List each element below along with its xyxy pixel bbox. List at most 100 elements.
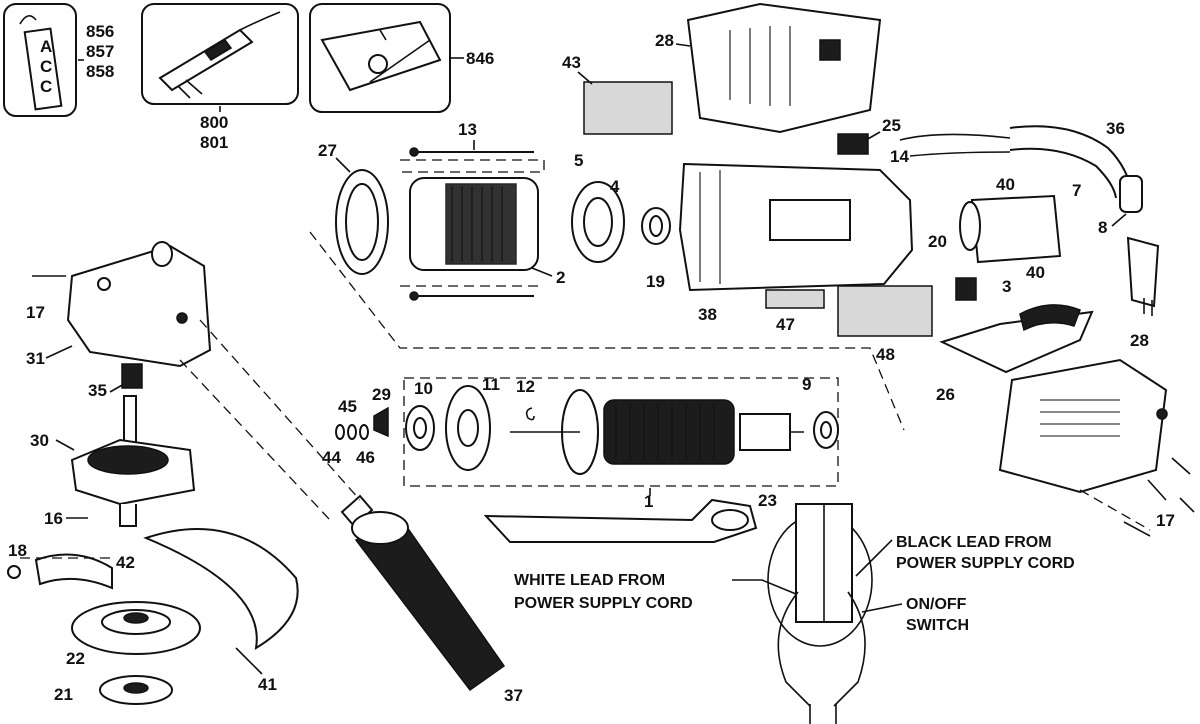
label-858: 858	[86, 62, 114, 81]
label-48: 48	[876, 345, 895, 364]
label-26: 26	[936, 385, 955, 404]
label-8: 8	[1098, 218, 1107, 237]
bearing-19	[641, 207, 671, 245]
label-47: 47	[776, 315, 795, 334]
wheel-guard-26	[939, 304, 1094, 374]
label-14: 14	[890, 147, 909, 166]
label-25: 25	[882, 116, 901, 135]
note-white-lead-line2: POWER SUPPLY CORD	[514, 595, 693, 612]
label-4: 4	[610, 177, 620, 196]
switch-wiring-diagram	[767, 503, 873, 724]
label-45: 45	[338, 397, 357, 416]
label-10: 10	[414, 379, 433, 398]
label-17-left: 17	[26, 303, 45, 322]
label-28-right: 28	[1130, 331, 1149, 350]
label-1: 1	[644, 492, 653, 511]
armature-group-box	[403, 377, 839, 487]
label-31: 31	[26, 349, 45, 368]
label-7: 7	[1072, 181, 1081, 200]
label-801: 801	[200, 133, 228, 152]
note-black-lead-line1: BLACK LEAD FROM	[896, 534, 1052, 551]
label-16: 16	[44, 509, 63, 528]
label-9: 9	[802, 375, 811, 394]
tag-letter-c2: C	[40, 77, 52, 96]
guard-41	[143, 528, 299, 650]
label-21: 21	[54, 685, 73, 704]
note-switch-line1: ON/OFF	[906, 596, 967, 613]
flange-22	[71, 601, 201, 655]
baffle-5	[571, 181, 625, 263]
bearing-9	[813, 411, 839, 449]
through-bolts-13	[409, 147, 534, 301]
note-black-lead-line2: POWER SUPPLY CORD	[896, 555, 1075, 572]
label-2: 2	[556, 268, 565, 287]
label-27: 27	[318, 141, 337, 160]
label-46: 46	[356, 448, 375, 467]
brush-ring-27	[335, 169, 389, 275]
nameplate-47	[765, 289, 825, 309]
label-20: 20	[928, 232, 947, 251]
clip-12	[525, 407, 535, 421]
label-18: 18	[8, 541, 27, 560]
tag-letter-a: A	[40, 37, 52, 56]
pinion-29	[373, 406, 389, 438]
label-11: 11	[482, 375, 500, 394]
end-cap-7	[959, 194, 1062, 264]
inset-hardware-pack-box	[309, 3, 451, 113]
bearing-35	[121, 363, 143, 389]
label-3: 3	[1002, 277, 1011, 296]
label-35: 35	[88, 381, 107, 400]
screws-17-right	[1123, 457, 1195, 537]
tag-letter-c1: C	[40, 57, 52, 76]
wrench-23	[483, 498, 758, 543]
gear-case-31	[66, 241, 212, 368]
inset-brush-tool-box	[141, 3, 299, 105]
armature-1	[510, 389, 804, 475]
bearing-10	[405, 405, 435, 451]
label-17-right: 17	[1156, 511, 1175, 530]
label-44: 44	[322, 448, 341, 467]
label-41: 41	[258, 675, 277, 694]
screw-18	[7, 565, 21, 579]
brush-cover-28	[998, 358, 1168, 494]
label-37: 37	[504, 686, 523, 705]
label-12: 12	[516, 377, 535, 396]
label-30: 30	[30, 431, 49, 450]
label-846: 846	[466, 49, 494, 68]
inset-tag-box: A C C	[3, 3, 77, 117]
label-13: 13	[458, 120, 477, 139]
label-29: 29	[372, 385, 391, 404]
cord-36	[899, 125, 1160, 316]
brush-3	[955, 277, 977, 301]
label-856: 856	[86, 22, 114, 41]
washers-44-46	[335, 424, 369, 440]
label-40-top: 40	[996, 175, 1015, 194]
note-switch-line2: SWITCH	[906, 617, 969, 634]
label-40-bottom: 40	[1026, 263, 1045, 282]
label-36: 36	[1106, 119, 1125, 138]
label-857: 857	[86, 42, 114, 61]
retainer-11	[445, 385, 491, 471]
label-43: 43	[562, 53, 581, 72]
label-23: 23	[758, 491, 777, 510]
clamp-42	[34, 553, 113, 590]
note-white-lead-line1: WHITE LEAD FROM	[514, 572, 665, 589]
handle-37	[340, 494, 506, 692]
label-plate-43	[583, 81, 673, 135]
switch-cover-28	[686, 2, 882, 134]
nameplate-48	[837, 285, 933, 337]
label-38: 38	[698, 305, 717, 324]
spindle-30	[70, 395, 196, 527]
field-2	[409, 177, 539, 271]
label-42: 42	[116, 553, 135, 572]
label-800: 800	[200, 113, 228, 132]
label-22: 22	[66, 649, 85, 668]
motor-housing-38	[678, 162, 914, 292]
nut-21	[99, 675, 173, 705]
label-19: 19	[646, 272, 665, 291]
label-5: 5	[574, 151, 583, 170]
switch-25	[837, 133, 869, 155]
label-28-top: 28	[655, 31, 674, 50]
